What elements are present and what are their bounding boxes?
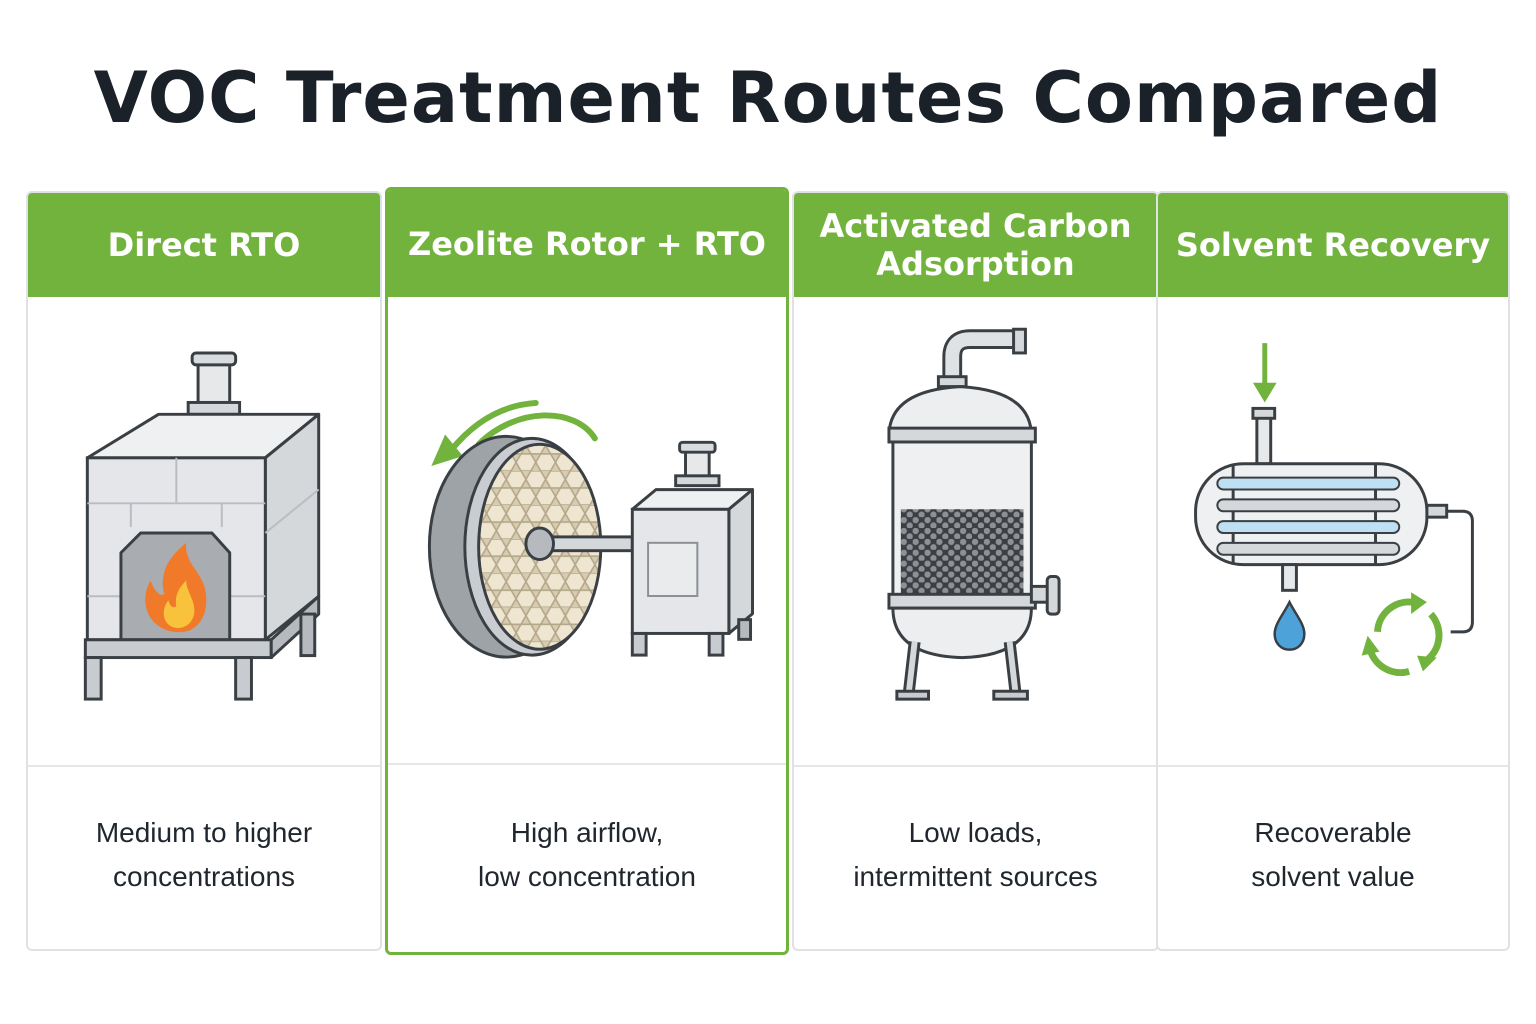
route-name-solvent-recovery: Solvent Recovery <box>1175 226 1491 264</box>
description-line-2: low concentration <box>478 861 696 892</box>
card-header-solvent-recovery: Solvent Recovery <box>1158 193 1508 297</box>
description-line-1: High airflow, <box>510 817 664 848</box>
route-name-line-2: Adsorption <box>876 245 1075 283</box>
route-name-direct-rto: Direct RTO <box>107 226 301 264</box>
card-illustration-zeolite-rotor-rto <box>388 297 786 765</box>
card-header-activated-carbon: Activated Carbon Adsorption <box>794 193 1157 297</box>
route-card-solvent-recovery: Solvent Recovery <box>1156 191 1510 951</box>
route-card-direct-rto: Direct RTO <box>26 191 382 951</box>
card-header-zeolite-rotor-rto: Zeolite Rotor + RTO <box>388 190 786 297</box>
carbon-adsorber-vessel-icon <box>887 327 1061 701</box>
card-illustration-direct-rto <box>28 297 380 767</box>
route-description-zeolite-rotor-rto: High airflow, low concentration <box>388 764 786 952</box>
card-illustration-solvent-recovery <box>1158 297 1508 767</box>
route-name-zeolite-rotor-rto: Zeolite Rotor + RTO <box>408 224 766 263</box>
zeolite-rotor-icon <box>427 399 754 659</box>
description-line-1: Low loads, <box>908 817 1043 848</box>
page-title: VOC Treatment Routes Compared <box>93 57 1443 139</box>
description-line-2: intermittent sources <box>853 861 1098 892</box>
description-line-1: Medium to higher <box>95 817 313 848</box>
description-line-1: Recoverable <box>1254 817 1412 848</box>
route-name-line-1: Activated Carbon <box>819 207 1132 245</box>
rto-furnace-icon <box>83 351 321 701</box>
route-description-activated-carbon: Low loads, intermittent sources <box>794 767 1157 949</box>
description-line-2: solvent value <box>1251 861 1415 892</box>
card-illustration-activated-carbon <box>794 297 1157 767</box>
condenser-recycle-icon <box>1194 343 1474 677</box>
card-header-direct-rto: Direct RTO <box>28 193 380 297</box>
route-description-direct-rto: Medium to higher concentrations <box>28 767 380 949</box>
route-card-zeolite-rotor-rto: Zeolite Rotor + RTO <box>385 187 789 955</box>
route-description-solvent-recovery: Recoverable solvent value <box>1158 767 1508 949</box>
description-line-2: concentrations <box>112 861 296 892</box>
route-card-activated-carbon: Activated Carbon Adsorption <box>792 191 1159 951</box>
